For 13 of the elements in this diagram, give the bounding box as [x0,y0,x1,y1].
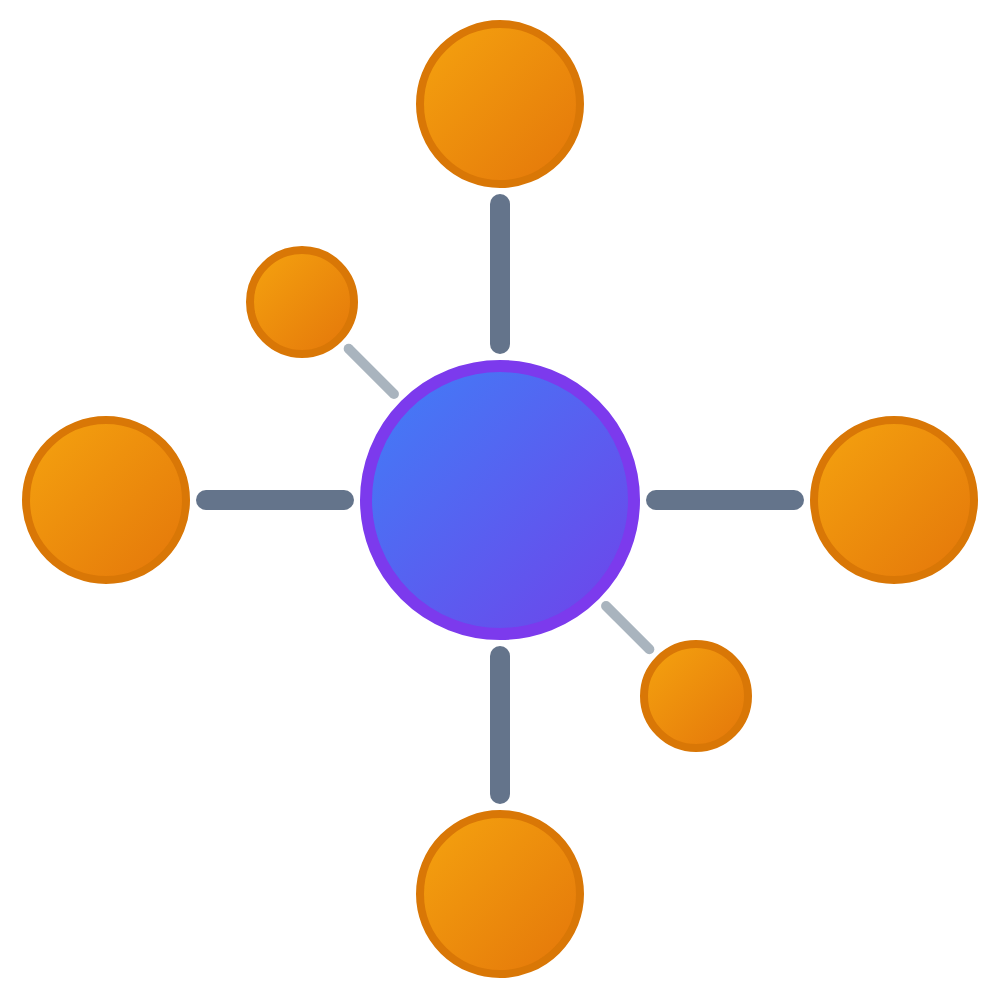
node-circle [416,20,584,188]
hub-circle [360,360,640,640]
node-circle [640,640,752,752]
connector-line [490,646,510,804]
connector-line [646,490,804,510]
connector-line [490,194,510,354]
node-circle [416,810,584,978]
connector-line [601,601,655,655]
connector-line [196,490,354,510]
node-circle [22,416,190,584]
node-circle [246,246,358,358]
node-circle [810,416,978,584]
connector-line [343,343,399,399]
